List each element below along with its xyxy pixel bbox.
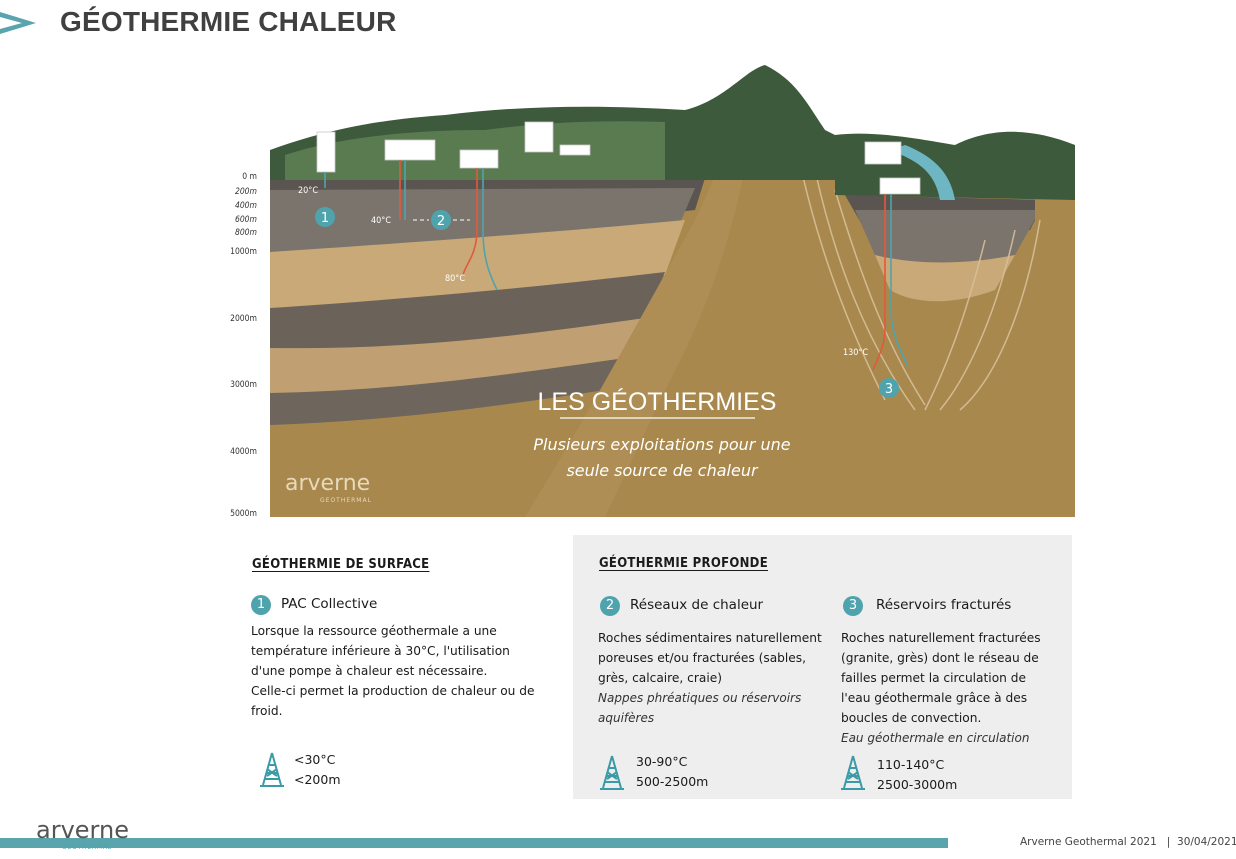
temp-label-2: 40°C (371, 216, 391, 226)
marker-1: 1 (315, 207, 335, 227)
deep-section-title: GÉOTHERMIE PROFONDE (599, 556, 768, 571)
right-cliff (1005, 155, 1075, 517)
deep-item3-desc-line: Roches naturellement fracturées (841, 631, 1041, 645)
river (890, 145, 955, 200)
right-layer-grey (855, 210, 1040, 263)
depth-4000: 4000m (230, 447, 257, 457)
temp-label-3: 80°C (445, 274, 465, 284)
deep-item2-desc-line: grès, calcaire, craie) (598, 671, 722, 685)
surface-desc-line: froid. (251, 704, 283, 718)
deep-item2-note: Nappes phréatiques ou réservoirs aquifèr… (598, 688, 823, 728)
wells (324, 160, 908, 371)
deep-item3-note-line: Eau géothermale en circulation (841, 731, 1030, 745)
diagram-subheading-line2: seule source de chaleur (566, 461, 759, 480)
layer-grey-2 (270, 272, 665, 350)
marker-2: 2 (413, 210, 470, 230)
geothermal-cross-section: 1 2 3 20°C 40°C 80°C 130°C 0 m 200m 400m… (225, 60, 1075, 520)
layer-sand-2 (270, 318, 645, 395)
cross-section-illustration: 1 2 3 20°C 40°C 80°C 130°C 0 m 200m 400m… (230, 65, 1075, 519)
buildings (316, 121, 921, 195)
deep-item2-desc-line: poreuses et/ou fracturées (sables, (598, 651, 807, 665)
surface-stats: <30°C <200m (294, 750, 341, 790)
deep-item2-note-line: Nappes phréatiques ou réservoirs (598, 691, 802, 705)
depth-2000: 2000m (230, 314, 257, 324)
depth-400: 400m (235, 201, 257, 211)
deep-item2-desc-line: Roches sédimentaires naturellement (598, 631, 822, 645)
footer-text: Arverne Geothermal 2021 | 30/04/2021 (1020, 836, 1236, 848)
deep-panel: GÉOTHERMIE PROFONDE 2 Réseaux de chaleur… (573, 535, 1072, 799)
title-bar: GÉOTHERMIE CHALEUR (0, 0, 700, 48)
deep-item3-description: Roches naturellement fracturées (granite… (841, 628, 1066, 728)
surface-description: Lorsque la ressource géothermale a une t… (251, 621, 551, 721)
surface-desc-line: Celle-ci permet la production de chaleur… (251, 684, 535, 698)
depth-5000: 5000m (230, 509, 257, 519)
surface-item-number: 1 (251, 595, 271, 615)
footer-logo-sub: GEOTHERMAL (62, 844, 112, 851)
depth-200: 200m (235, 187, 257, 197)
drilling-rig-icon (841, 755, 865, 790)
surface-desc-line: température inférieure à 30°C, l'utilisa… (251, 644, 510, 658)
deep-item3-title: Réservoirs fracturés (876, 597, 1012, 613)
deep-item2-note-line: aquifères (598, 711, 655, 725)
temp-label-1: 20°C (298, 186, 318, 196)
surface-section-title: GÉOTHERMIE DE SURFACE (252, 557, 430, 572)
deep-item3-stat-temp: 110-140°C (877, 757, 945, 772)
depth-600: 600m (235, 215, 257, 225)
deep-item2-description: Roches sédimentaires naturellement poreu… (598, 628, 823, 688)
surface-stat-temp: <30°C (294, 752, 336, 767)
marker-2-label: 2 (437, 214, 445, 229)
layer-sand-1 (270, 220, 685, 310)
surface-panel: GÉOTHERMIE DE SURFACE 1 PAC Collective L… (240, 545, 560, 805)
deep-item2-stat-temp: 30-90°C (636, 754, 688, 769)
deep-item2-number: 2 (600, 596, 620, 616)
diagram-logo-word: arverne (285, 471, 370, 496)
marker-1-label: 1 (321, 211, 329, 226)
deep-item3-desc-line: l'eau géothermale grâce à des (841, 691, 1028, 705)
drilling-rig-icon (600, 755, 624, 790)
depth-800: 800m (235, 228, 257, 238)
depth-3000: 3000m (230, 380, 257, 390)
depth-scale: 0 m 200m 400m 600m 800m 1000m 2000m 3000… (230, 172, 257, 519)
surface-desc-line: Lorsque la ressource géothermale a une (251, 624, 497, 638)
deep-item2-stats: 30-90°C 500-2500m (636, 752, 708, 792)
deep-item2-stat-depth: 500-2500m (636, 774, 709, 789)
deep-item3-stats: 110-140°C 2500-3000m (877, 755, 957, 795)
right-layer-sand (875, 255, 1015, 302)
footer-logo-word: arverne (36, 816, 129, 844)
deep-item2-title: Réseaux de chaleur (630, 597, 764, 613)
diagram-subheading-line1: Plusieurs exploitations pour une (533, 435, 790, 454)
layer-grey-3 (270, 358, 625, 425)
depth-0: 0 m (242, 172, 257, 182)
page-title: GÉOTHERMIE CHALEUR (60, 6, 397, 37)
diagram-heading: LES GÉOTHERMIES (538, 387, 777, 416)
surface-desc-line: d'une pompe à chaleur est nécessaire. (251, 664, 488, 678)
footer-bar (0, 838, 948, 848)
arverne-logo: arverne GEOTHERMAL (36, 816, 129, 851)
deep-item3-note: Eau géothermale en circulation (841, 728, 1066, 748)
drilling-rig-icon (260, 752, 284, 787)
marker-3: 3 (879, 378, 899, 398)
depth-1000: 1000m (230, 247, 257, 257)
deep-item3-stat-depth: 2500-3000m (877, 777, 958, 792)
surface-stat-depth: <200m (294, 772, 341, 787)
surface-item-title: PAC Collective (281, 596, 378, 612)
diagram-logo-sub: GEOTHERMAL (320, 497, 372, 504)
deep-item3-desc-line: (granite, grès) dont le réseau de (841, 651, 1039, 665)
marker-3-label: 3 (885, 382, 893, 397)
chevron-right-icon (0, 12, 36, 34)
temp-label-4: 130°C (843, 348, 868, 358)
deep-item3-desc-line: failles permet la circulation de (841, 671, 1026, 685)
deep-item3-number: 3 (843, 596, 863, 616)
deep-item3-desc-line: boucles de convection. (841, 711, 982, 725)
